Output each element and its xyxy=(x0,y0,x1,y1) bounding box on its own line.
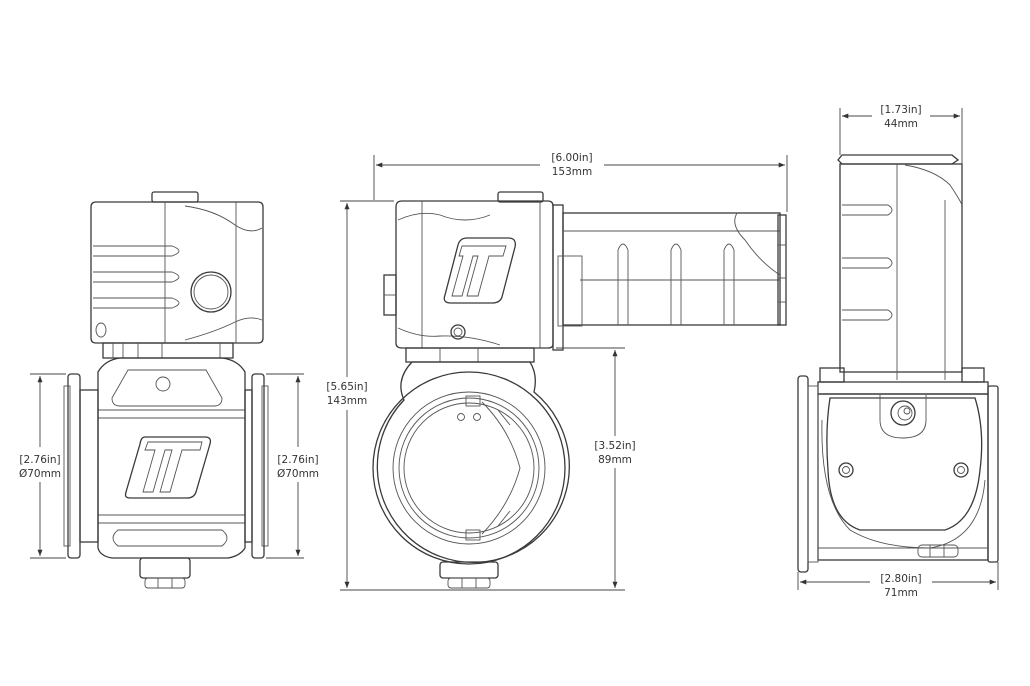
side-logo xyxy=(443,237,516,304)
front-left-flange xyxy=(63,373,99,559)
front-top-cap xyxy=(151,191,199,203)
end-bottom-dim-inch: [2.80in] xyxy=(880,573,921,585)
front-neck xyxy=(102,342,234,359)
side-height-dim-metric: 143mm xyxy=(327,395,368,407)
side-end-cap xyxy=(777,214,787,326)
end-view xyxy=(797,108,999,590)
front-bottom-nut xyxy=(139,557,191,579)
side-actuator-head xyxy=(395,200,554,349)
front-actuator-head xyxy=(90,201,264,344)
front-right-dim-metric: Ø70mm xyxy=(277,468,319,480)
end-grip-tube xyxy=(839,163,963,373)
end-top-dim-inch: [1.73in] xyxy=(880,104,921,116)
side-grip-tube xyxy=(562,212,781,326)
front-view xyxy=(30,191,304,589)
side-body-dim-inch: [3.52in] xyxy=(594,440,635,452)
front-right-dim-inch: [2.76in] xyxy=(277,454,318,466)
front-left-dim-metric: Ø70mm xyxy=(19,468,61,480)
side-body-dim-metric: 89mm xyxy=(598,454,632,466)
end-top-dim-metric: 44mm xyxy=(884,118,918,130)
end-right-flange xyxy=(987,385,999,563)
front-logo xyxy=(124,436,212,499)
side-view xyxy=(340,155,788,591)
front-grip-ribs xyxy=(93,245,180,309)
side-grip-grooves xyxy=(617,243,735,325)
front-knob xyxy=(190,271,232,313)
side-width-dim-metric: 153mm xyxy=(552,166,593,178)
end-base-plate xyxy=(817,381,989,395)
end-left-flange xyxy=(797,375,809,573)
end-top-cap xyxy=(837,154,960,165)
end-bottom-dim-metric: 71mm xyxy=(884,587,918,599)
side-height-dim-inch: [5.65in] xyxy=(326,381,367,393)
side-valve-disc xyxy=(481,401,521,535)
side-width-dim-inch: [6.00in] xyxy=(551,152,592,164)
front-right-flange xyxy=(244,373,269,559)
front-valve-body xyxy=(97,357,246,559)
front-left-dim-inch: [2.76in] xyxy=(19,454,60,466)
end-grip-grooves xyxy=(842,204,893,321)
